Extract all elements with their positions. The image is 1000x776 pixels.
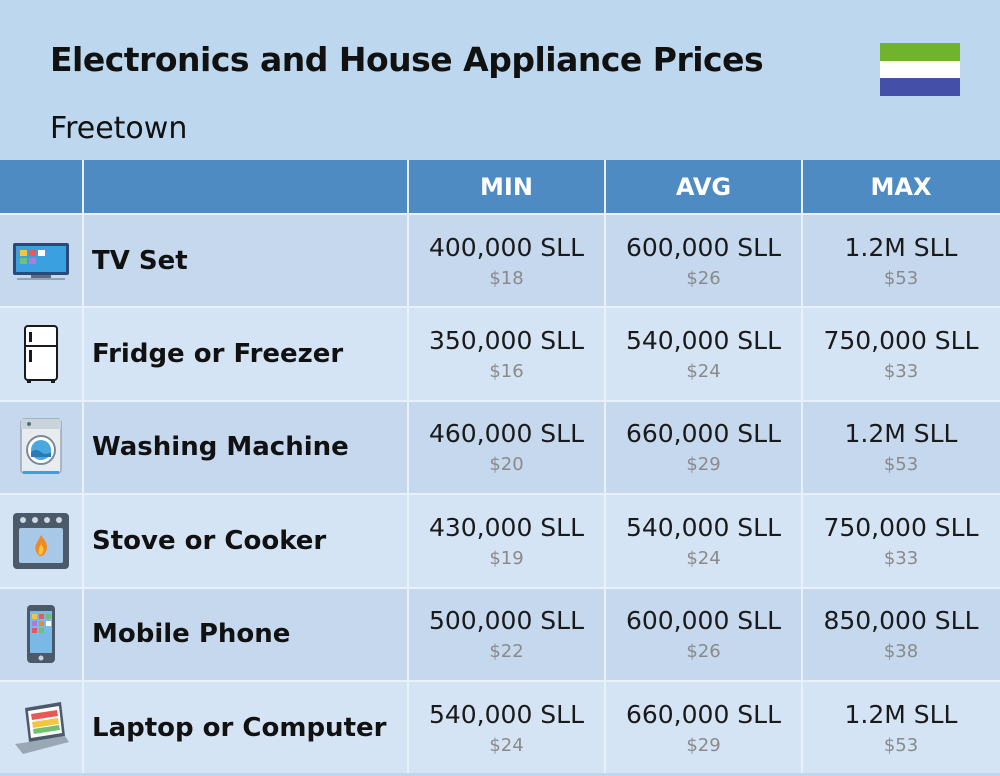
avg-price: 660,000 SLL — [625, 699, 782, 729]
table-row: Stove or Cooker 430,000 SLL $19 540,000 S… — [0, 493, 1000, 587]
item-name: Washing Machine — [92, 432, 349, 463]
avg-price-usd: $29 — [686, 454, 721, 476]
min-price-usd: $16 — [489, 361, 524, 383]
washing-machine-icon — [20, 418, 62, 475]
city-subtitle: Freetown — [50, 111, 188, 146]
avg-price-usd: $29 — [686, 734, 721, 756]
min-price: 400,000 SLL — [428, 232, 585, 262]
max-price-usd: $53 — [883, 267, 919, 289]
tv-icon — [13, 242, 69, 280]
max-price: 750,000 SLL — [823, 512, 979, 542]
min-price: 350,000 SLL — [428, 326, 585, 356]
avg-price-usd: $24 — [686, 547, 721, 569]
header-avg: AVG — [604, 160, 801, 213]
min-price-usd: $22 — [489, 641, 524, 663]
avg-price: 540,000 SLL — [625, 512, 782, 542]
table-row: Mobile Phone 500,000 SLL $22 600,000 SLL $… — [0, 586, 1000, 680]
min-price: 430,000 SLL — [428, 512, 585, 542]
avg-price-usd: $26 — [686, 267, 721, 289]
header-min: MIN — [407, 160, 604, 213]
table-row: Fridge or Freezer 350,000 SLL $16 540,000… — [0, 306, 1000, 400]
avg-price: 540,000 SLL — [625, 326, 782, 356]
max-price-usd: $53 — [883, 734, 919, 756]
price-table: MIN AVG MAX TV Set 400,000 SLL $18 600,00… — [0, 160, 1000, 774]
max-price-usd: $33 — [883, 547, 919, 569]
item-name: Mobile Phone — [92, 619, 291, 650]
max-price-usd: $38 — [883, 641, 919, 663]
max-price-usd: $53 — [883, 454, 919, 476]
laptop-icon — [15, 701, 69, 754]
max-price: 750,000 SLL — [823, 326, 979, 356]
header-max: MAX — [801, 160, 999, 213]
header-item-col — [82, 160, 407, 213]
max-price: 1.2M SLL — [844, 699, 958, 729]
item-name: TV Set — [92, 245, 188, 276]
min-price: 540,000 SLL — [428, 699, 585, 729]
mobile-phone-icon — [27, 605, 55, 664]
min-price: 460,000 SLL — [428, 419, 585, 449]
min-price-usd: $20 — [489, 454, 524, 476]
min-price-usd: $18 — [489, 267, 524, 289]
avg-price: 660,000 SLL — [625, 419, 782, 449]
min-price-usd: $19 — [489, 547, 524, 569]
min-price: 500,000 SLL — [428, 606, 585, 636]
table-row: Laptop or Computer 540,000 SLL $24 660,00… — [0, 679, 1000, 774]
page-title: Electronics and House Appliance Prices — [50, 40, 764, 79]
fridge-icon — [24, 325, 58, 384]
table-row: Washing Machine 460,000 SLL $20 660,000 S… — [0, 399, 1000, 494]
max-price: 850,000 SLL — [823, 606, 979, 636]
avg-price-usd: $24 — [686, 361, 721, 383]
header-icon-col — [0, 160, 82, 213]
item-name: Laptop or Computer — [92, 712, 387, 743]
item-name: Fridge or Freezer — [92, 339, 344, 370]
max-price-usd: $33 — [883, 361, 919, 383]
avg-price: 600,000 SLL — [625, 606, 782, 636]
sierra-leone-flag — [880, 43, 960, 96]
table-header-row: MIN AVG MAX — [0, 160, 1000, 213]
stove-icon — [13, 512, 69, 569]
avg-price-usd: $26 — [686, 641, 721, 663]
avg-price: 600,000 SLL — [625, 232, 782, 262]
table-row: TV Set 400,000 SLL $18 600,000 SLL $26 1.2… — [0, 213, 1000, 307]
max-price: 1.2M SLL — [844, 419, 958, 449]
max-price: 1.2M SLL — [844, 232, 958, 262]
min-price-usd: $24 — [489, 734, 524, 756]
item-name: Stove or Cooker — [92, 525, 327, 556]
